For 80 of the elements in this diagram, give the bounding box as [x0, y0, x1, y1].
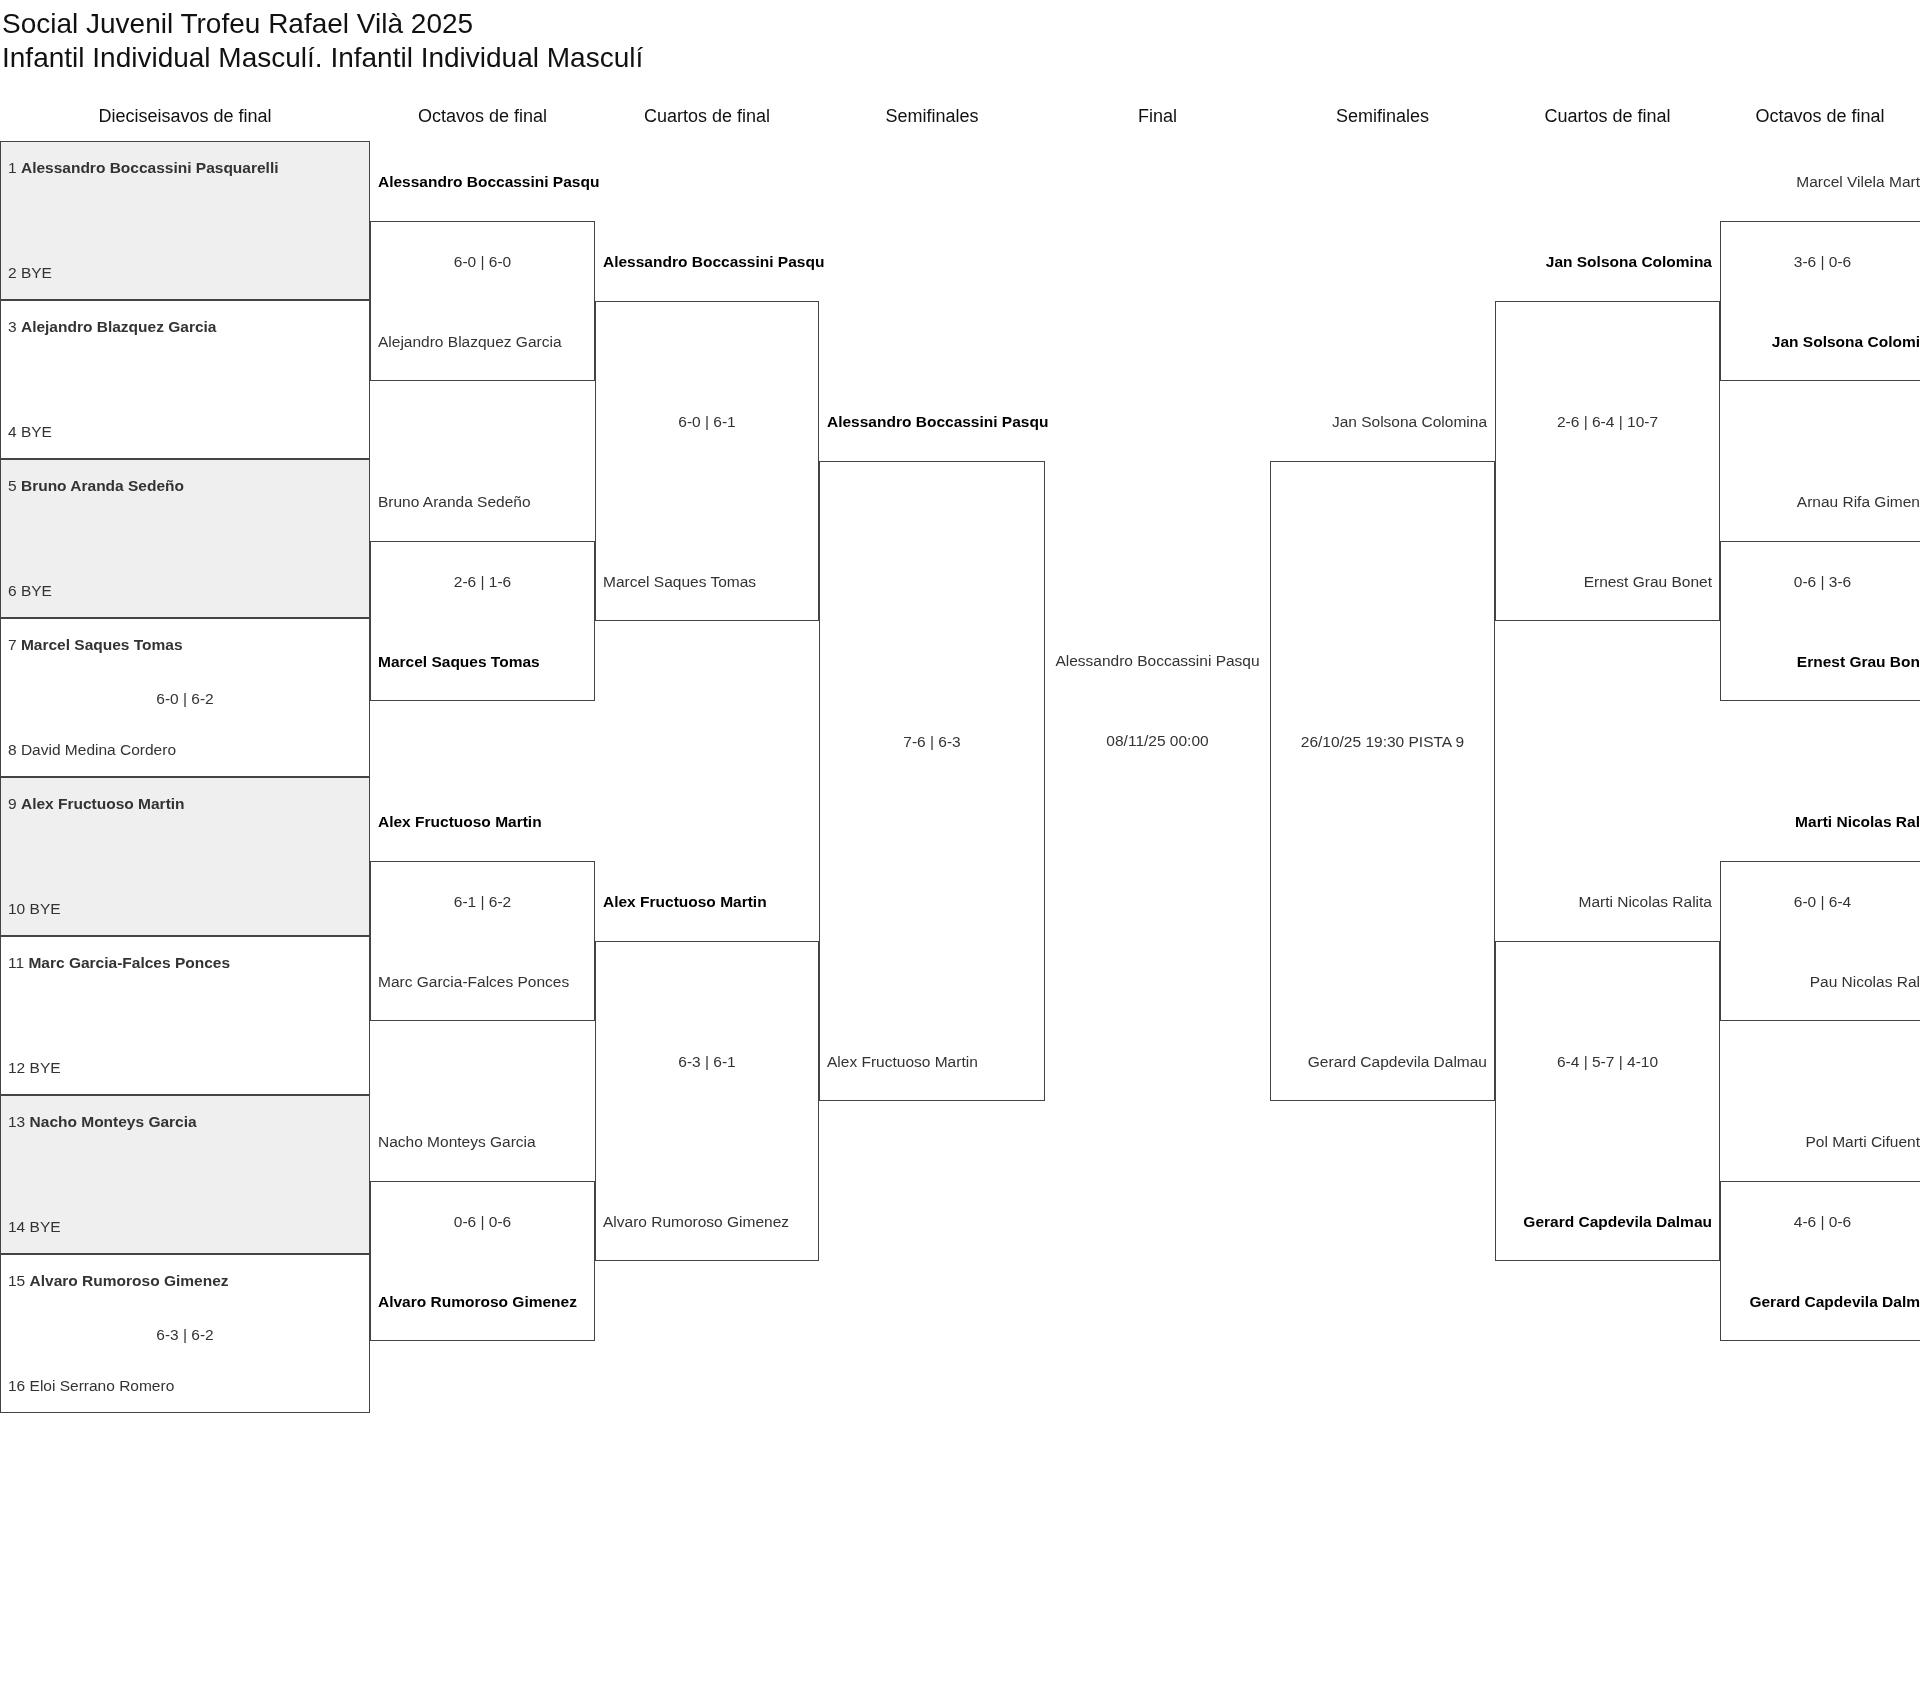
player-name: Pau Nicolas Ral	[1809, 972, 1920, 992]
player-name: 14 BYE	[8, 1217, 61, 1237]
bracket-box	[0, 618, 370, 777]
round-heading: Octavos de final	[1755, 106, 1885, 127]
match-score: 2-6 | 1-6	[453, 572, 512, 592]
bracket-box	[0, 1254, 370, 1413]
player-name: Marcel Saques Tomas	[378, 652, 540, 672]
player-name: Ernest Grau Bonet	[1583, 572, 1712, 592]
match-score: 0-6 | 3-6	[1793, 572, 1852, 592]
match-score: 6-0 | 6-2	[156, 688, 214, 709]
player-name: 9 Alex Fructuoso Martin	[8, 794, 185, 814]
bracket-box	[0, 777, 370, 936]
player-name: Gerard Capdevila Dalm	[1749, 1292, 1920, 1312]
player-name: Alex Fructuoso Martin	[378, 812, 542, 832]
player-name: Bruno Aranda Sedeño	[378, 492, 531, 512]
player-name: Marti Nicolas Ral	[1795, 812, 1920, 832]
match-score: 6-0 | 6-4	[1793, 892, 1852, 912]
player-name: Marcel Saques Tomas	[603, 572, 757, 592]
player-name: 15 Alvaro Rumoroso Gimenez	[8, 1271, 229, 1291]
player-name: 3 Alejandro Blazquez Garcia	[8, 317, 217, 337]
player-name: 10 BYE	[8, 899, 61, 919]
player-name: Alessandro Boccassini Pasqu	[603, 252, 825, 272]
round-heading: Cuartos de final	[1544, 106, 1671, 127]
player-name: Alvaro Rumoroso Gimenez	[603, 1212, 790, 1232]
player-name: Alessandro Boccassini Pasqu	[827, 412, 1049, 432]
player-name: Ernest Grau Bon	[1796, 652, 1920, 672]
player-name: 13 Nacho Monteys Garcia	[8, 1112, 197, 1132]
player-name: Gerard Capdevila Dalmau	[1307, 1052, 1487, 1072]
player-name: Alessandro Boccassini Pasqu	[378, 172, 600, 192]
round-heading: Octavos de final	[417, 106, 548, 127]
match-score: 6-4 | 5-7 | 4-10	[1556, 1052, 1659, 1072]
player-name: 1 Alessandro Boccassini Pasquarelli	[8, 158, 279, 178]
player-name: 6 BYE	[8, 581, 52, 601]
match-score: 6-0 | 6-0	[453, 252, 512, 272]
bracket-box	[0, 936, 370, 1095]
player-name: Jan Solsona Colomina	[1545, 252, 1712, 272]
player-name: Alex Fructuoso Martin	[603, 892, 767, 912]
player-name: 16 Eloi Serrano Romero	[8, 1376, 175, 1396]
player-name: 11 Marc Garcia-Falces Ponces	[8, 953, 230, 973]
round-heading: Final	[1138, 106, 1177, 127]
player-name: Gerard Capdevila Dalmau	[1523, 1212, 1712, 1232]
match-schedule: 08/11/25 00:00	[1106, 731, 1209, 751]
bracket-box	[0, 459, 370, 618]
bracket-box	[0, 300, 370, 459]
player-name: Jan Solsona Colomina	[1331, 412, 1487, 432]
player-name: 5 Bruno Aranda Sedeño	[8, 476, 184, 496]
player-name: Marc Garcia-Falces Ponces	[378, 972, 570, 992]
match-score: 6-1 | 6-2	[453, 892, 512, 912]
player-name: 8 David Medina Cordero	[8, 740, 176, 760]
round-heading: Semifinales	[1336, 106, 1429, 127]
match-score: 2-6 | 6-4 | 10-7	[1556, 412, 1659, 432]
player-name: Alejandro Blazquez Garcia	[378, 332, 562, 352]
bracket-box	[0, 141, 370, 300]
player-name: 7 Marcel Saques Tomas	[8, 635, 183, 655]
player-name: 12 BYE	[8, 1058, 61, 1078]
player-name: Jan Solsona Colomi	[1771, 332, 1920, 352]
player-name: Marti Nicolas Ralita	[1578, 892, 1712, 912]
page-title: Social Juvenil Trofeu Rafael Vilà 2025	[2, 8, 474, 40]
match-score: 4-6 | 0-6	[1793, 1212, 1852, 1232]
player-name: 4 BYE	[8, 422, 52, 442]
player-name: Arnau Rifa Gimen	[1796, 492, 1920, 512]
page-subtitle: Infantil Individual Masculí. Infantil Individual Masculí	[2, 42, 644, 74]
player-name: Alvaro Rumoroso Gimenez	[378, 1292, 577, 1312]
match-score: 3-6 | 0-6	[1793, 252, 1852, 272]
match-score: 7-6 | 6-3	[903, 732, 961, 752]
match-schedule: 26/10/25 19:30 PISTA 9	[1300, 732, 1465, 752]
player-name: Alex Fructuoso Martin	[827, 1052, 978, 1072]
player-name: Alessandro Boccassini Pasqu	[1055, 651, 1260, 671]
round-heading: Dieciseisavos de final	[98, 106, 272, 127]
match-score: 6-3 | 6-1	[678, 1052, 736, 1072]
player-name: 2 BYE	[8, 263, 52, 283]
round-heading: Cuartos de final	[643, 106, 771, 127]
player-name: Marcel Vilela Mart	[1796, 172, 1920, 192]
match-score: 6-0 | 6-1	[678, 412, 736, 432]
player-name: Nacho Monteys Garcia	[378, 1132, 536, 1152]
match-score: 6-3 | 6-2	[156, 1324, 214, 1345]
match-score: 0-6 | 0-6	[453, 1212, 512, 1232]
bracket-box	[0, 1095, 370, 1254]
round-heading: Semifinales	[885, 106, 979, 127]
player-name: Pol Marti Cifuent	[1805, 1132, 1920, 1152]
